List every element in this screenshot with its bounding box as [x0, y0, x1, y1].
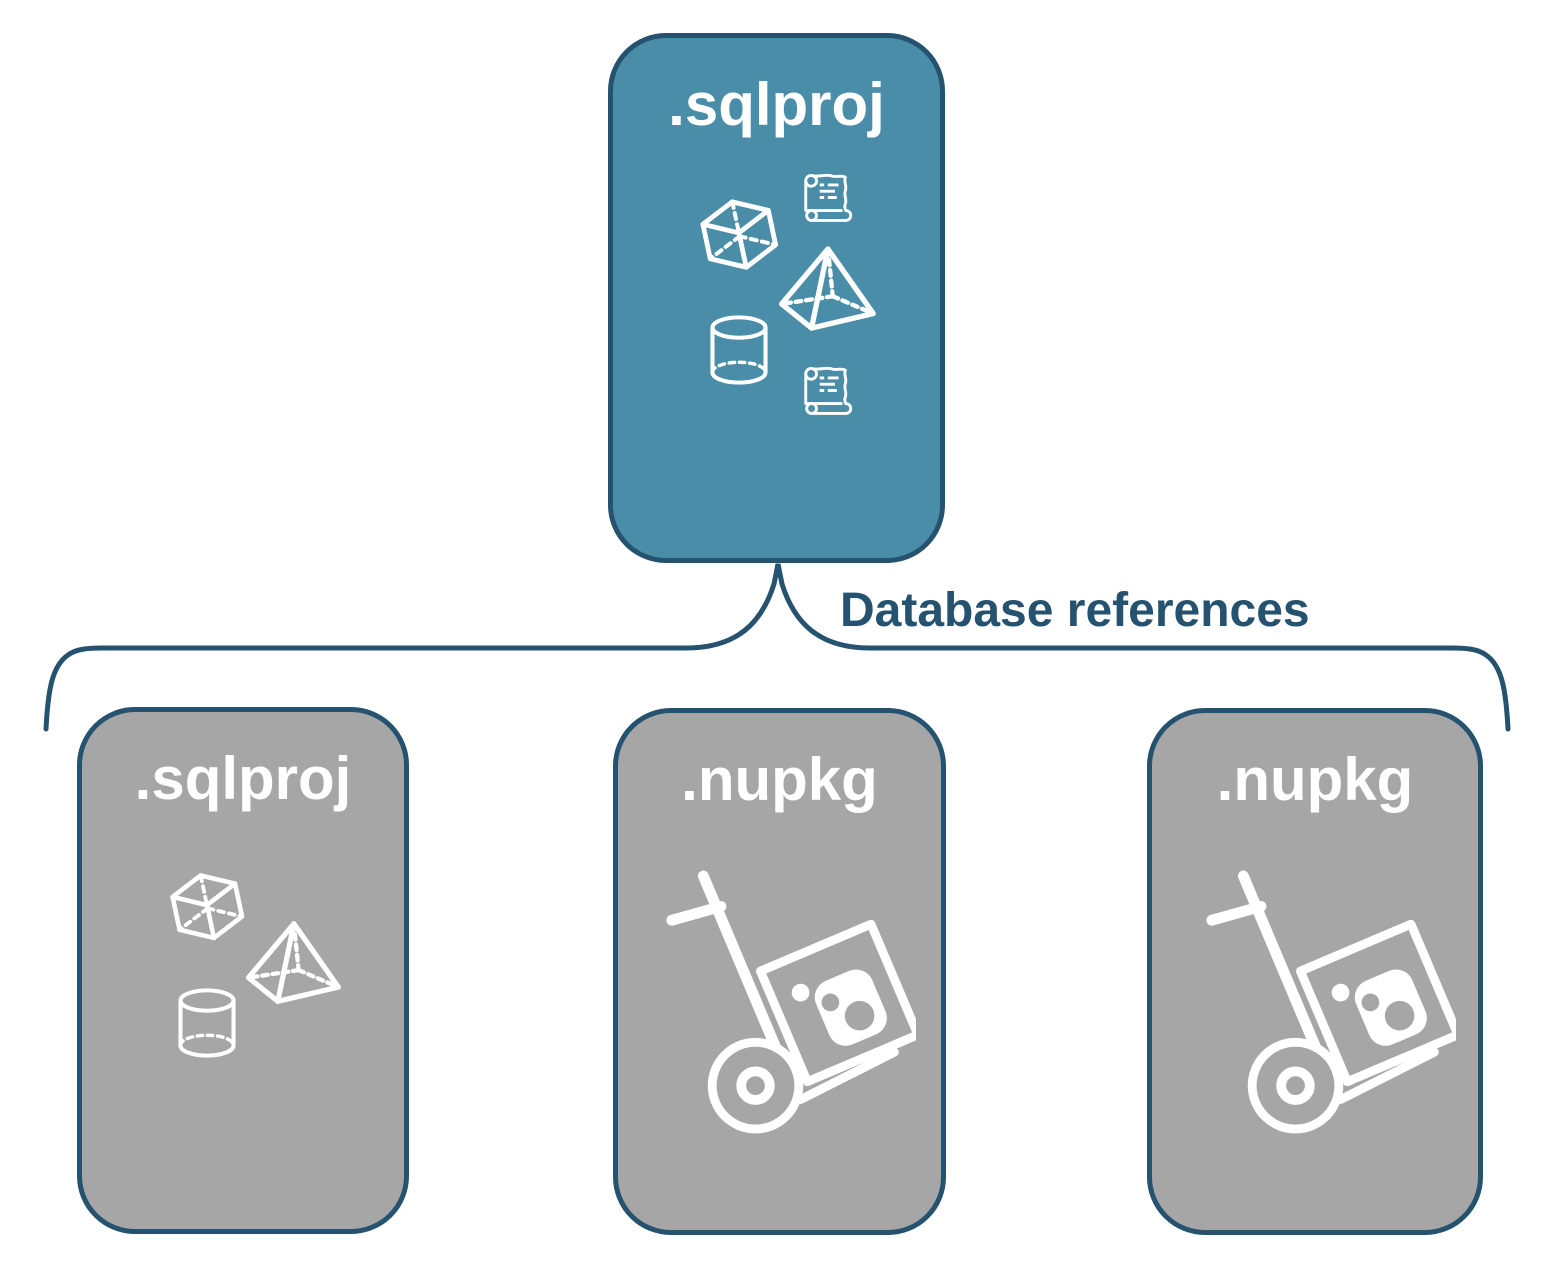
child-box-label: .nupkg	[1216, 746, 1414, 813]
child-box-nupkg-1: .nupkg	[613, 708, 946, 1235]
root-box-label: .sqlproj	[668, 71, 885, 138]
scroll-icon	[799, 171, 853, 224]
cylinder-icon	[705, 312, 773, 388]
package-dolly-icon	[1200, 863, 1456, 1137]
cylinder-icon	[173, 985, 241, 1061]
child-box-nupkg-2: .nupkg	[1147, 708, 1483, 1235]
pyramid-icon	[773, 243, 879, 335]
cube-icon	[696, 194, 784, 282]
root-box-sqlproj: .sqlproj	[608, 33, 945, 563]
pyramid-icon	[240, 918, 344, 1008]
scroll-icon	[799, 364, 853, 417]
child-box-sqlproj: .sqlproj	[77, 707, 409, 1234]
package-dolly-icon	[660, 863, 916, 1137]
child-box-label: .nupkg	[681, 746, 878, 813]
child-box-label: .sqlproj	[134, 745, 352, 812]
connector-label: Database references	[840, 584, 1310, 637]
cube-icon	[166, 868, 250, 952]
